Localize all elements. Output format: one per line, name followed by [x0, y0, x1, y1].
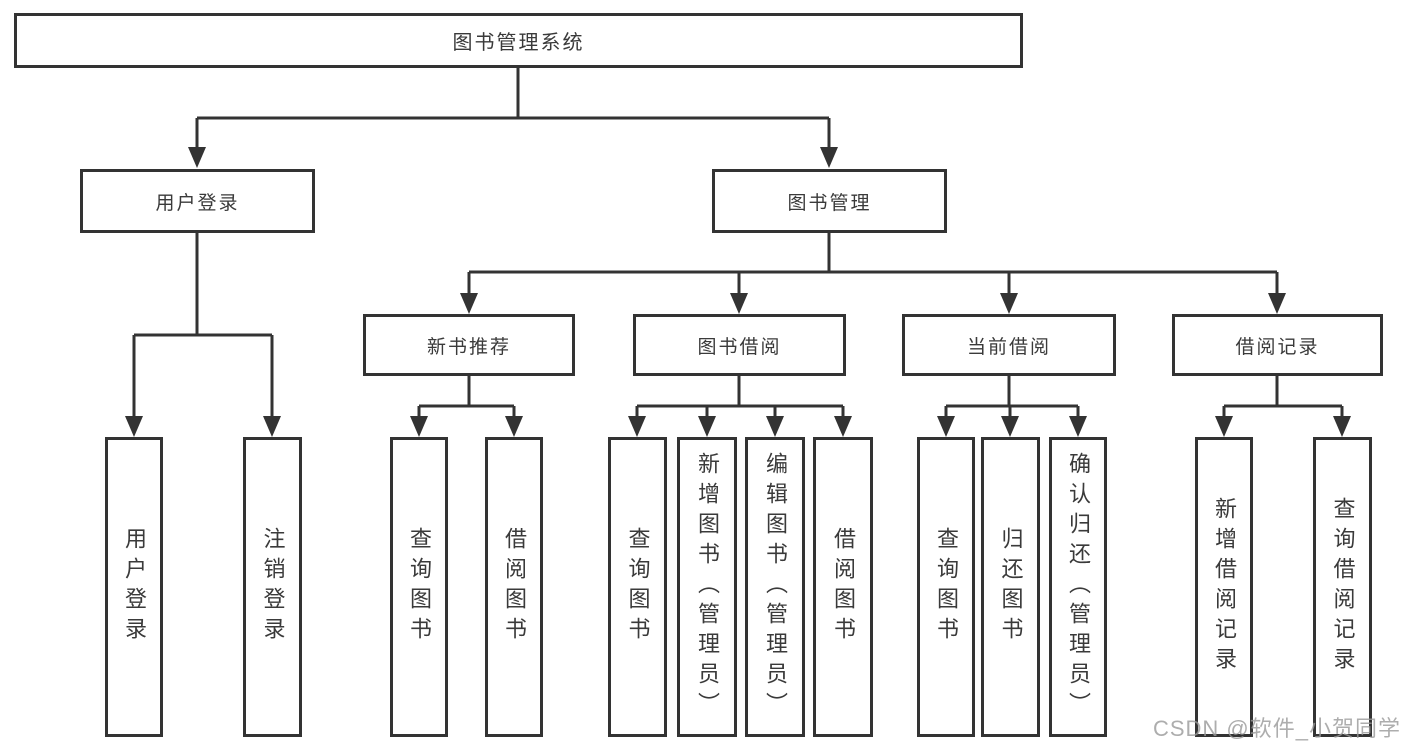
node-label: 用户登录 — [122, 527, 147, 647]
node-label: 用户登录 — [155, 192, 240, 214]
connector-book-mgmt-to-level3 — [460, 233, 1286, 314]
node-label: 确认归还（管理员） — [1066, 452, 1091, 722]
node-label: 图书管理 — [787, 192, 872, 214]
node-label: 借阅图书 — [502, 527, 527, 647]
leaf-nbr-query-books: 查询图书 — [390, 437, 448, 737]
csdn-watermark: CSDN @软件_小贺同学 — [1152, 716, 1401, 741]
node-label: 查询图书 — [625, 527, 651, 647]
node-label: 查询图书 — [407, 527, 432, 647]
leaf-user-login: 用户登录 — [105, 437, 163, 737]
node-label: 借阅图书 — [831, 527, 856, 647]
node-label: 新增借阅记录 — [1212, 497, 1237, 677]
node-borrowing-records: 借阅记录 — [1172, 314, 1383, 376]
node-label: 编辑图书（管理员） — [763, 452, 788, 722]
node-current-borrowing: 当前借阅 — [902, 314, 1116, 376]
node-label: 当前借阅 — [966, 336, 1051, 358]
leaf-bb-edit-books-admin: 编辑图书（管理员） — [745, 437, 805, 737]
node-book-management: 图书管理 — [712, 169, 947, 233]
leaf-bb-borrow-books: 借阅图书 — [813, 437, 873, 737]
leaf-logout: 注销登录 — [243, 437, 302, 737]
leaf-bb-query-books: 查询图书 — [608, 437, 667, 737]
leaf-cb-return-books: 归还图书 — [981, 437, 1040, 737]
node-label: 图书管理系统 — [452, 32, 585, 54]
connector-current-borrow-to-leaves — [937, 376, 1087, 437]
node-label: 新增图书（管理员） — [695, 452, 720, 722]
connector-new-book-rec-to-leaves — [410, 376, 523, 437]
node-book-borrowing: 图书借阅 — [633, 314, 846, 376]
node-label: 归还图书 — [998, 527, 1024, 647]
node-user-login: 用户登录 — [80, 169, 315, 233]
connector-borrow-records-to-leaves — [1215, 376, 1351, 437]
node-label: 查询图书 — [934, 527, 959, 647]
leaf-br-add-record: 新增借阅记录 — [1195, 437, 1253, 737]
leaf-bb-add-books-admin: 新增图书（管理员） — [677, 437, 737, 737]
node-root: 图书管理系统 — [14, 13, 1023, 68]
connector-user-login-to-leaves — [125, 233, 281, 437]
node-label: 借阅记录 — [1235, 336, 1320, 358]
leaf-nbr-borrow-books: 借阅图书 — [485, 437, 543, 737]
node-label: 查询借阅记录 — [1330, 497, 1356, 677]
connector-book-borrow-to-leaves — [628, 376, 852, 437]
node-label: 新书推荐 — [426, 336, 511, 358]
leaf-br-query-record: 查询借阅记录 — [1313, 437, 1372, 737]
node-new-book-recommend: 新书推荐 — [363, 314, 575, 376]
leaf-cb-confirm-return-admin: 确认归还（管理员） — [1049, 437, 1107, 737]
leaf-cb-query-books: 查询图书 — [917, 437, 975, 737]
node-label: 注销登录 — [260, 527, 286, 647]
node-label: 图书借阅 — [697, 336, 782, 358]
connector-root-to-level2 — [188, 68, 838, 168]
